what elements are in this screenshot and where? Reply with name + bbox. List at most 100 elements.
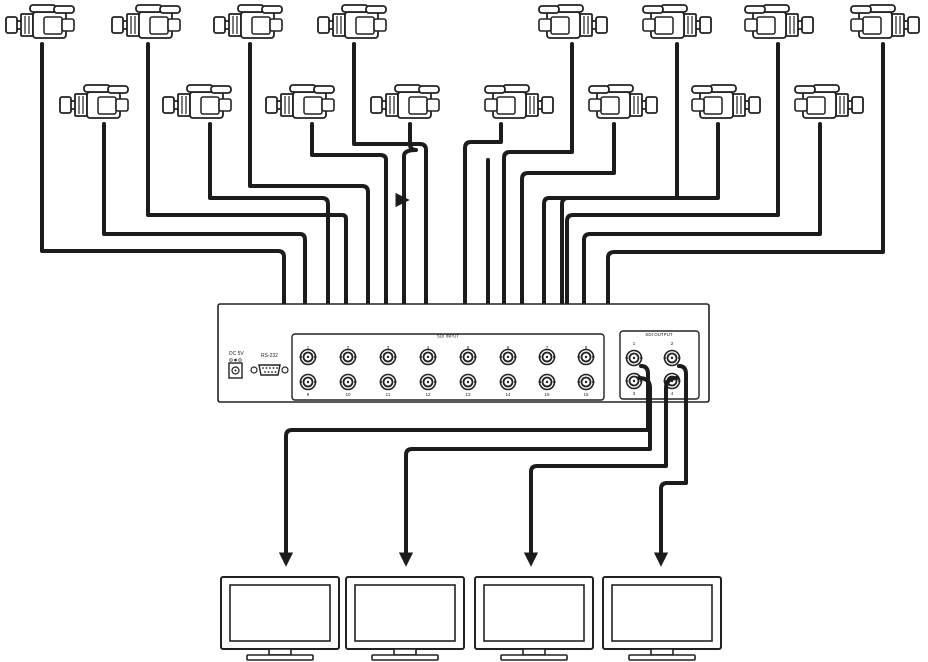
camera-12	[370, 84, 440, 119]
dc-power-jack-icon	[228, 362, 243, 379]
sdi-input-port-4: 4	[418, 345, 438, 366]
camera-1	[5, 4, 75, 39]
sdi-input-port-5-number: 5	[467, 345, 470, 350]
bnc-connector-icon	[576, 348, 596, 366]
sdi-input-port-14-number: 14	[505, 392, 511, 397]
cable-output-3	[398, 376, 652, 567]
sdi-input-port-16: 16	[576, 373, 596, 397]
sdi-output-port-1-number: 1	[633, 341, 636, 346]
cable-camera-12	[395, 122, 418, 208]
cable-camera-9	[102, 122, 313, 349]
bnc-connector-icon	[298, 348, 318, 366]
cable-output-4	[523, 376, 679, 567]
sdi-input-port-5: 5	[458, 345, 478, 366]
bnc-connector-icon	[298, 373, 318, 391]
bnc-connector-icon	[537, 373, 557, 391]
sdi-input-port-12-number: 12	[425, 392, 431, 397]
camera-row-bottom	[59, 84, 863, 119]
sdi-output-port-1: 1	[624, 341, 644, 367]
camera-3	[213, 4, 283, 39]
sdi-input-port-2: 2	[338, 345, 358, 366]
camera-15	[692, 85, 760, 118]
sdi-input-port-13: 13	[458, 373, 478, 397]
cable-camera-7	[559, 42, 780, 349]
polarity-icon	[229, 358, 242, 362]
cable-camera-8	[600, 42, 885, 388]
sdi-output-label: SDI OUTPUT	[645, 332, 673, 337]
bnc-connector-icon	[458, 373, 478, 391]
sdi-input-port-15-number: 15	[544, 392, 550, 397]
sdi-input-port-9-number: 9	[307, 392, 310, 397]
sdi-input-port-7-number: 7	[546, 345, 549, 350]
cable-camera-1	[40, 42, 299, 390]
cable-camera-14	[514, 122, 616, 390]
monitor-3	[474, 576, 594, 661]
sdi-input-port-1: 1	[298, 345, 318, 366]
monitor-1	[220, 576, 340, 661]
camera-row-top	[5, 4, 919, 39]
cable-output-1	[278, 364, 650, 567]
cable-camera-2	[146, 42, 354, 349]
sdi-input-port-6: 6	[498, 345, 518, 366]
cable-camera-15	[553, 122, 720, 390]
sdi-input-port-13-number: 13	[465, 392, 471, 397]
sdi-output-port-2: 2	[662, 341, 682, 367]
sdi-input-label: SDI INPUT	[437, 334, 460, 339]
output-cables	[278, 364, 688, 567]
sdi-input-port-4-number: 4	[427, 345, 430, 350]
monitor-2	[345, 576, 465, 661]
camera-8	[851, 5, 919, 38]
bnc-connector-icon	[624, 372, 644, 390]
sdi-input-port-11: 11	[378, 373, 398, 397]
sdi-input-port-3-number: 3	[387, 345, 390, 350]
bnc-connector-icon	[338, 373, 358, 391]
camera-6	[643, 5, 711, 38]
sdi-input-port-16-number: 16	[583, 392, 589, 397]
sdi-output-port-4-number: 4	[671, 391, 674, 396]
sdi-output-port-3-number: 3	[633, 391, 636, 396]
bnc-connector-icon	[418, 373, 438, 391]
bnc-connector-icon	[378, 373, 398, 391]
bnc-connector-icon	[576, 373, 596, 391]
monitor-row	[220, 576, 722, 661]
bnc-connector-icon	[338, 348, 358, 366]
bnc-connector-icon	[378, 348, 398, 366]
bnc-connector-icon	[498, 373, 518, 391]
cable-output-2	[653, 364, 688, 567]
camera-7	[745, 5, 813, 38]
sdi-input-panel	[291, 333, 605, 401]
cable-camera-6	[536, 42, 679, 349]
camera-2	[111, 4, 181, 39]
camera-14	[589, 85, 657, 118]
sdi-input-port-14: 14	[498, 373, 518, 397]
sdi-output-panel	[619, 330, 700, 400]
cable-camera-4	[352, 42, 434, 349]
sdi-input-port-9: 9	[298, 373, 318, 397]
sdi-output-port-3: 3	[624, 372, 644, 396]
db9-serial-port-icon	[250, 364, 289, 376]
camera-5	[539, 5, 607, 38]
sdi-input-port-10: 10	[338, 373, 358, 397]
camera-11	[265, 84, 335, 119]
camera-9	[59, 84, 129, 119]
sdi-input-port-11-number: 11	[386, 392, 391, 397]
rs232-label: RS-232	[261, 353, 278, 359]
cable-camera-13	[457, 122, 503, 349]
bnc-connector-icon	[498, 348, 518, 366]
sdi-input-port-8-number: 8	[585, 345, 588, 350]
sdi-input-port-7: 7	[537, 345, 557, 366]
sdi-input-port-1-number: 1	[307, 345, 310, 350]
sdi-input-port-2-number: 2	[347, 345, 350, 350]
sdi-input-port-6-number: 6	[507, 345, 510, 350]
sdi-output-port-2-number: 2	[671, 341, 674, 346]
sdi-output-port-4: 4	[662, 372, 682, 396]
sdi-input-port-8: 8	[576, 345, 596, 366]
bnc-connector-icon	[624, 349, 644, 367]
camera-4	[317, 4, 387, 39]
camera-13	[485, 85, 553, 118]
sdi-input-port-10-number: 10	[345, 392, 351, 397]
monitor-4	[602, 576, 722, 661]
